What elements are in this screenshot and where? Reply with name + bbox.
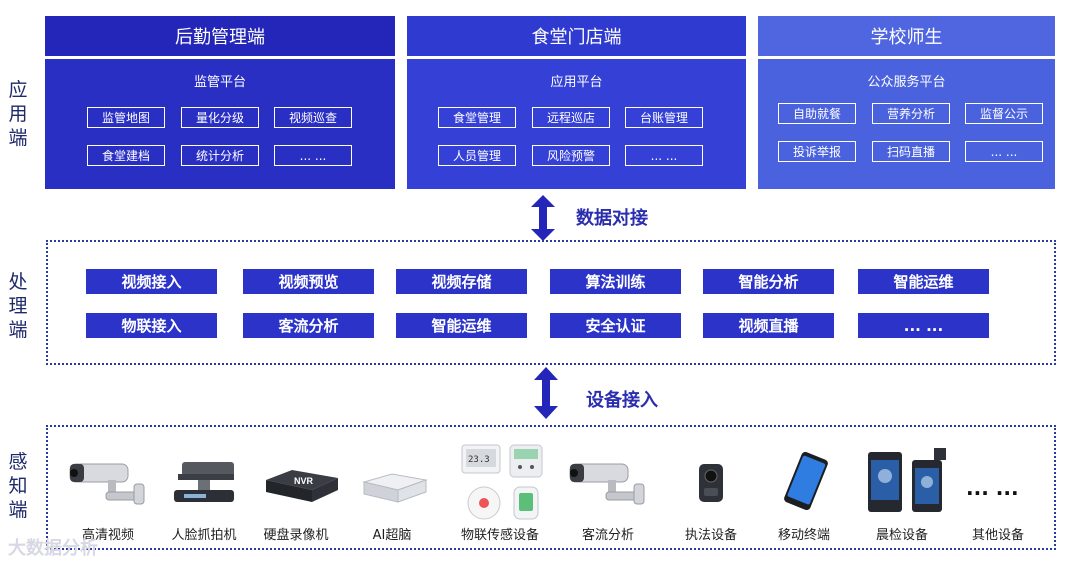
- app-column-body: 应用平台 食堂管理 远程巡店 台账管理 人员管理 风险预警 ... ...: [407, 59, 746, 189]
- device-label: 其他设备: [971, 528, 1024, 543]
- app-column-body: 监管平台 监管地图 量化分级 视频巡查 食堂建档 统计分析 ... ...: [45, 59, 395, 189]
- process-button[interactable]: 客流分析: [243, 313, 374, 338]
- platform-title: 公众服务平台: [867, 75, 946, 90]
- bullet-camera-icon: [69, 463, 145, 505]
- app-button[interactable]: ... ...: [274, 145, 352, 166]
- nvr-icon: NVR: [266, 470, 338, 502]
- app-button[interactable]: ... ...: [965, 141, 1043, 162]
- app-button[interactable]: 量化分级: [181, 107, 259, 128]
- face-capture-camera-icon: [174, 462, 234, 502]
- device-label: 客流分析: [581, 528, 634, 543]
- processing-layer: [46, 240, 1056, 365]
- app-button[interactable]: 视频巡查: [274, 107, 352, 128]
- process-button[interactable]: 视频预览: [243, 269, 374, 294]
- svg-text:23.3: 23.3: [468, 455, 490, 465]
- iot-sensors-icon: 23.3: [461, 444, 543, 520]
- process-button[interactable]: 智能运维: [396, 313, 527, 338]
- app-column-title: 学校师生: [870, 27, 943, 48]
- side-label-char: 感: [8, 451, 28, 473]
- app-button[interactable]: 投诉举报: [778, 141, 856, 162]
- process-button[interactable]: 算法训练: [550, 269, 681, 294]
- ai-box-icon: [362, 473, 428, 503]
- app-button[interactable]: 人员管理: [438, 145, 516, 166]
- app-button[interactable]: 扫码直播: [872, 141, 950, 162]
- device-label: 移动终端: [777, 528, 830, 543]
- app-column-header: 食堂门店端: [407, 16, 746, 56]
- app-button[interactable]: 风险预警: [532, 145, 610, 166]
- device-label: 人脸抓拍机: [171, 528, 237, 543]
- app-button[interactable]: 食堂建档: [87, 145, 165, 166]
- app-column-title: 后勤管理端: [175, 27, 265, 48]
- side-label-char: 处: [8, 271, 28, 293]
- data-link-label: 数据对接: [576, 208, 648, 229]
- process-button[interactable]: 视频直播: [703, 313, 834, 338]
- platform-title: 应用平台: [550, 75, 603, 90]
- app-button[interactable]: 食堂管理: [438, 107, 516, 128]
- app-column-body: 公众服务平台 自助就餐 营养分析 监督公示 投诉举报 扫码直播 ... ...: [758, 59, 1055, 189]
- app-column-canteen: 食堂门店端 应用平台 食堂管理 远程巡店 台账管理 人员管理 风险预警 ... …: [407, 16, 746, 189]
- app-column-logistics: 后勤管理端 监管平台 监管地图 量化分级 视频巡查 食堂建档 统计分析 ... …: [45, 16, 395, 189]
- process-button[interactable]: 智能分析: [703, 269, 834, 294]
- side-label-sense: 感 知 端: [4, 450, 32, 522]
- app-button[interactable]: 统计分析: [181, 145, 259, 166]
- process-button[interactable]: 安全认证: [550, 313, 681, 338]
- side-label-char: 端: [8, 319, 28, 341]
- app-button[interactable]: 远程巡店: [532, 107, 610, 128]
- smartphone-icon: [784, 452, 828, 510]
- side-label-process: 处 理 端: [4, 270, 32, 342]
- app-button[interactable]: 营养分析: [872, 103, 950, 124]
- app-column-title: 食堂门店端: [531, 27, 622, 48]
- watermark: 大数据分析: [8, 538, 98, 559]
- app-button[interactable]: 监管地图: [87, 107, 165, 128]
- double-arrow-icon: [531, 195, 555, 241]
- side-label-char: 端: [8, 499, 28, 521]
- side-label-char: 知: [8, 475, 28, 497]
- platform-title: 监管平台: [193, 75, 246, 90]
- more-dots-icon: ... ...: [966, 476, 1019, 500]
- process-button[interactable]: 视频接入: [86, 269, 217, 294]
- device-label: AI超脑: [372, 528, 412, 543]
- side-label-char: 用: [8, 103, 28, 125]
- side-label-char: 端: [8, 127, 28, 149]
- side-label-char: 应: [8, 79, 28, 101]
- device-label: 执法设备: [684, 528, 737, 543]
- body-camera-icon: [699, 464, 723, 502]
- sensing-layer: [46, 425, 1056, 550]
- face-terminal-icon: [868, 448, 946, 512]
- double-arrow-icon: [534, 367, 558, 419]
- device-label: 硬盘录像机: [263, 528, 329, 543]
- process-button[interactable]: 视频存储: [396, 269, 527, 294]
- app-button[interactable]: 台账管理: [625, 107, 703, 128]
- app-button[interactable]: 自助就餐: [778, 103, 856, 124]
- device-access-label: 设备接入: [586, 390, 658, 411]
- side-label-char: 理: [8, 295, 28, 317]
- process-button[interactable]: 物联接入: [86, 313, 217, 338]
- side-label-app: 应 用 端: [4, 78, 32, 150]
- process-button[interactable]: 智能运维: [858, 269, 989, 294]
- app-column-header: 学校师生: [758, 16, 1055, 56]
- app-button[interactable]: 监督公示: [965, 103, 1043, 124]
- device-label: 高清视频: [81, 528, 134, 543]
- app-button[interactable]: ... ...: [625, 145, 703, 166]
- app-column-header: 后勤管理端: [45, 16, 395, 56]
- nvr-badge: NVR: [294, 476, 314, 486]
- process-button[interactable]: ... ...: [858, 313, 989, 338]
- device-label: 晨检设备: [875, 528, 928, 543]
- bullet-camera-icon: [569, 463, 645, 505]
- app-column-school: 学校师生 公众服务平台 自助就餐 营养分析 监督公示 投诉举报 扫码直播 ...…: [758, 16, 1055, 189]
- device-label: 物联传感设备: [460, 528, 539, 543]
